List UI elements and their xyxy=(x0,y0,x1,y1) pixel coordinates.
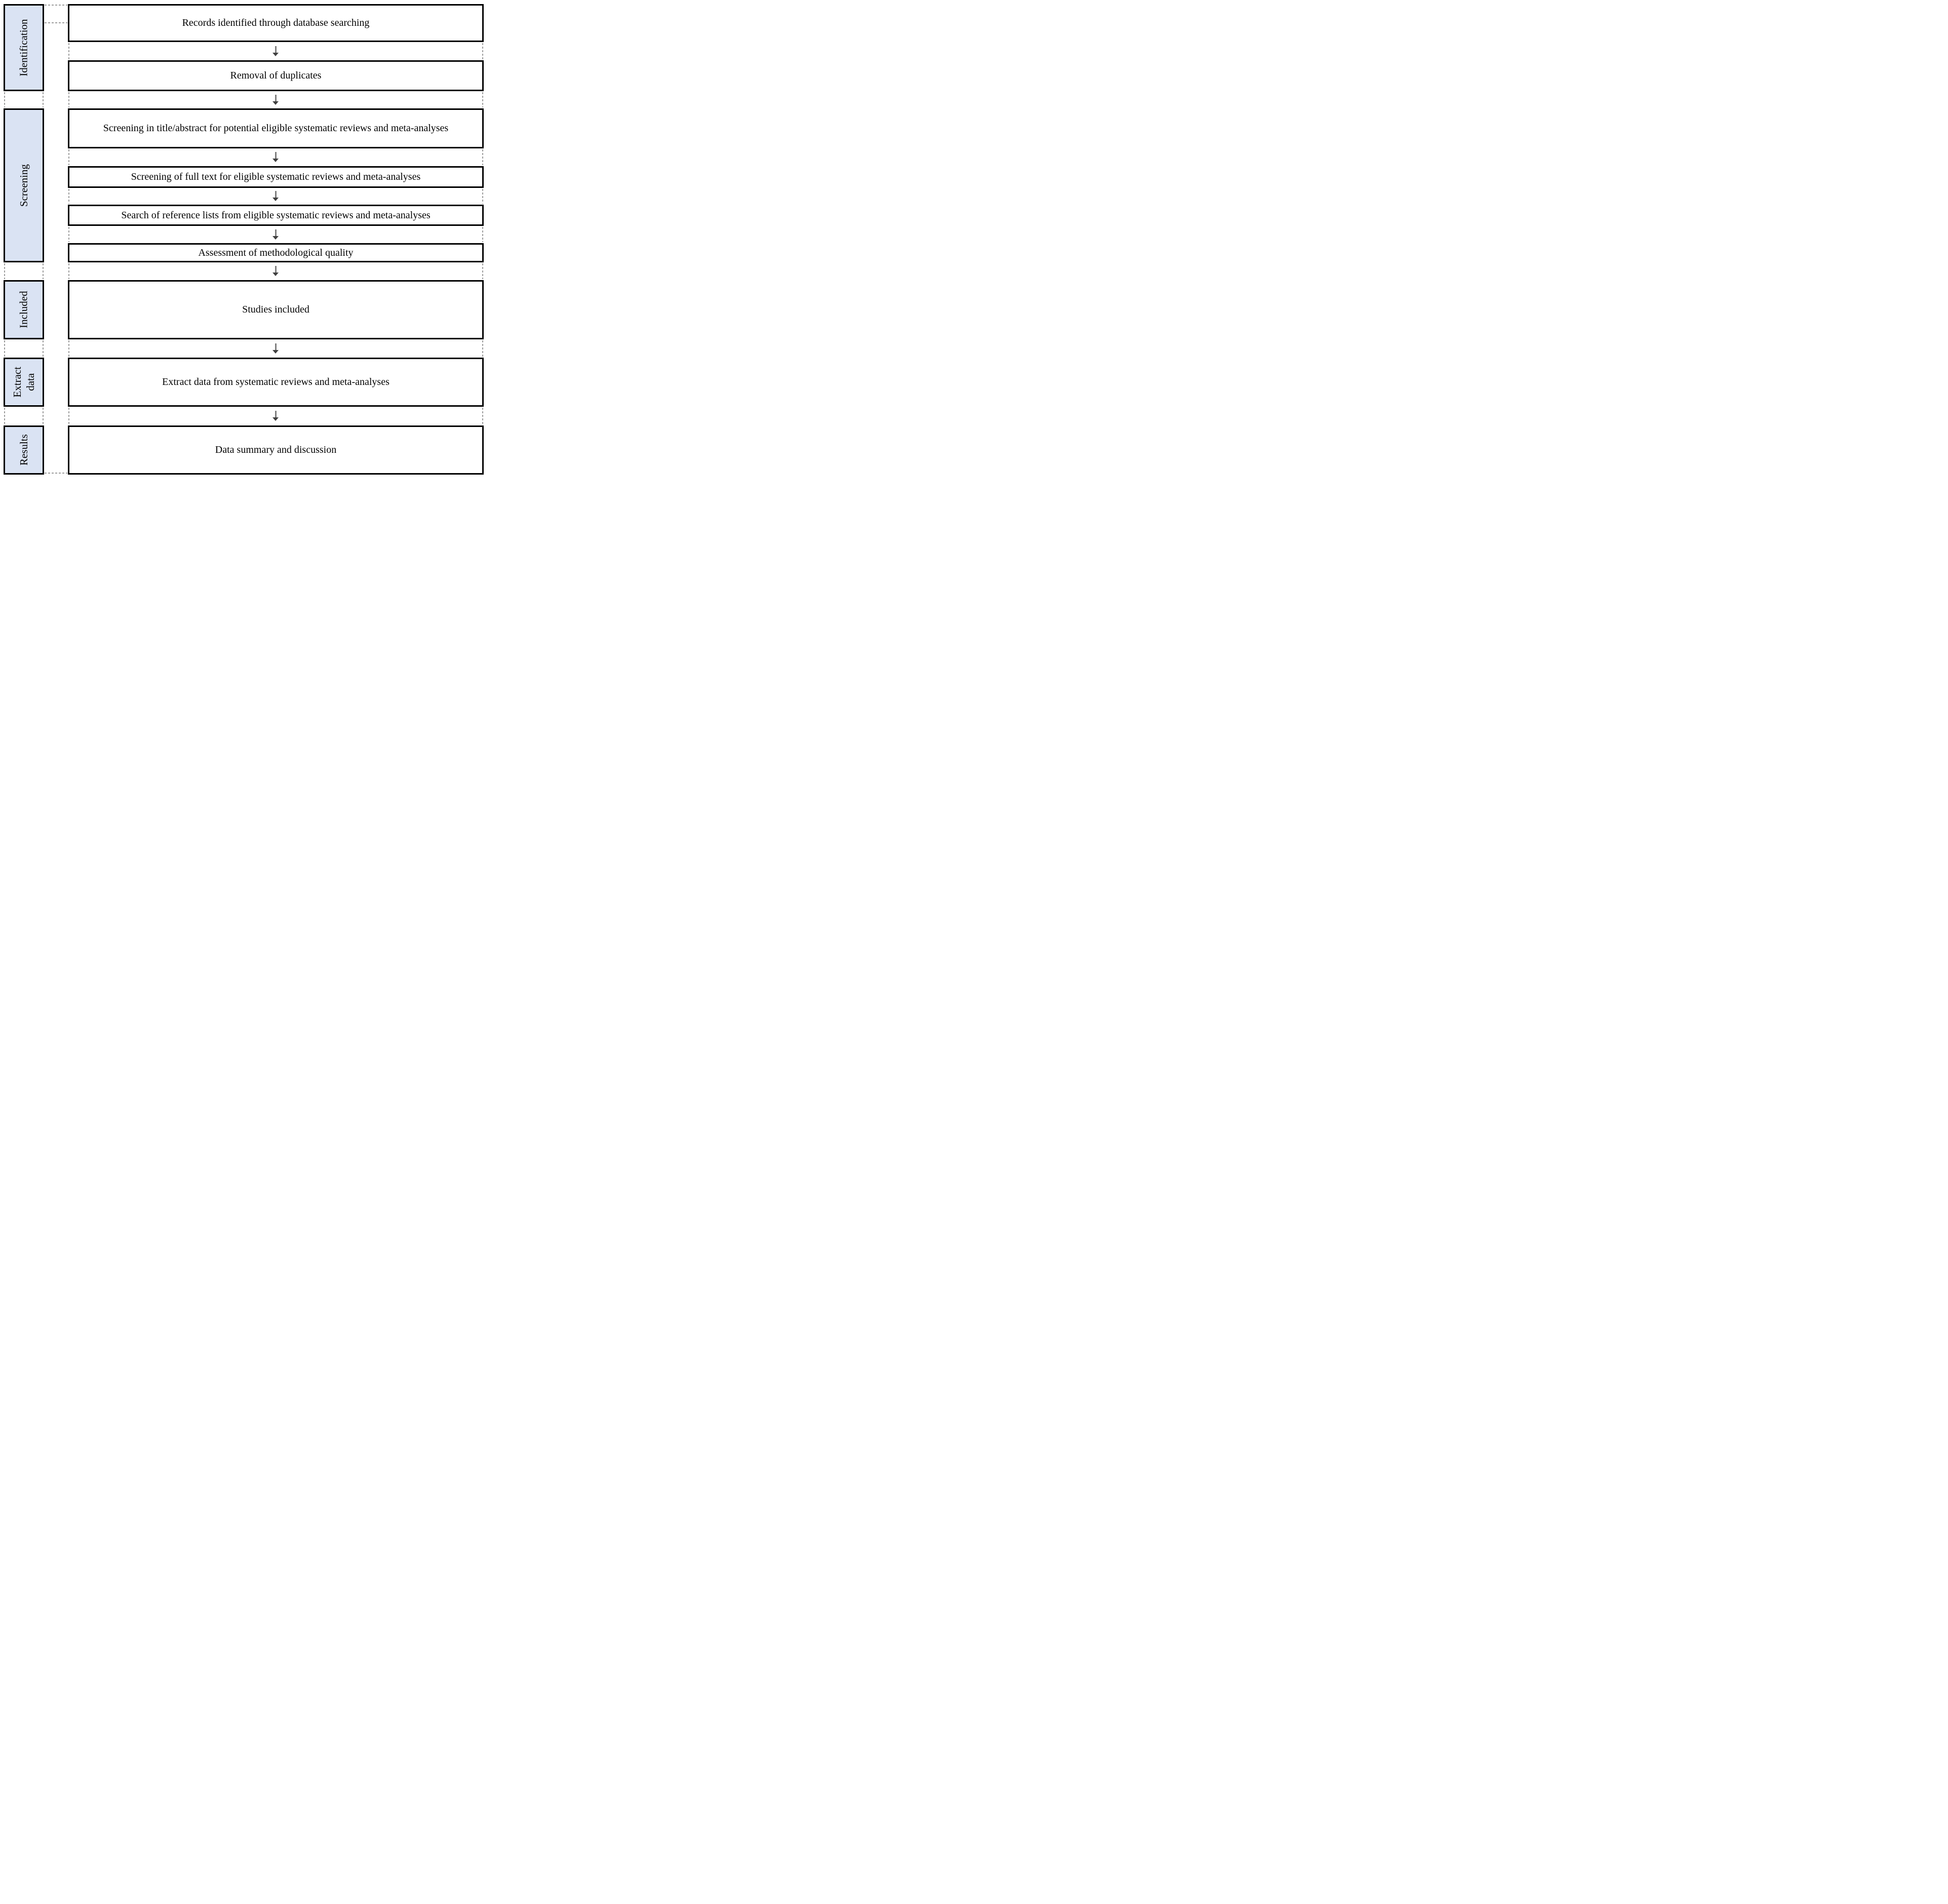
arrow-head xyxy=(272,350,279,354)
arrow-stem xyxy=(275,229,277,237)
dashed-connector-stage-left xyxy=(4,408,5,424)
dashed-connector-step-left xyxy=(68,227,69,242)
dashed-connector-step-right xyxy=(482,92,483,107)
down-arrow-icon xyxy=(272,152,279,162)
stage-identification: Identification xyxy=(4,4,44,91)
dashed-connector-step-left xyxy=(68,408,69,424)
dashed-connector-stage-right xyxy=(43,340,44,357)
arrow-stem xyxy=(275,191,277,198)
stage-extract-data: Extract data xyxy=(4,358,44,407)
step-records-identified-label: Records identified through database sear… xyxy=(182,17,370,28)
dashed-connector-step-left xyxy=(68,92,69,107)
arrow-stem xyxy=(275,95,277,102)
dashed-connector-stage-left xyxy=(4,263,5,279)
step-studies-included-label: Studies included xyxy=(242,304,309,315)
dashed-connector-step-right xyxy=(482,189,483,204)
arrow-stem xyxy=(275,411,277,418)
arrow-head xyxy=(272,159,279,162)
step-records-identified: Records identified through database sear… xyxy=(68,4,484,42)
step-assessment-quality: Assessment of methodological quality xyxy=(68,243,484,262)
dashed-connector-step-right xyxy=(482,340,483,357)
down-arrow-icon xyxy=(272,229,279,240)
arrow-head xyxy=(272,236,279,240)
step-data-summary-label: Data summary and discussion xyxy=(215,444,337,455)
stage-results: Results xyxy=(4,425,44,475)
step-assessment-quality-label: Assessment of methodological quality xyxy=(198,247,354,258)
stage-included: Included xyxy=(4,280,44,339)
dashed-connector-stage-right xyxy=(43,408,44,424)
stage-screening-label: Screening xyxy=(17,164,30,207)
dashed-connector-step-right xyxy=(482,408,483,424)
stage-identification-label: Identification xyxy=(17,19,30,76)
stage-included-label: Included xyxy=(17,291,30,329)
step-screening-full-text-label: Screening of full text for eligible syst… xyxy=(131,171,421,182)
dashed-connector-step-left xyxy=(68,263,69,279)
step-removal-of-duplicates: Removal of duplicates xyxy=(68,60,484,91)
stage-extract-data-label: Extract data xyxy=(11,367,36,398)
arrow-head xyxy=(272,101,279,105)
dashed-connector-step-right xyxy=(482,149,483,165)
down-arrow-icon xyxy=(272,95,279,105)
down-arrow-icon xyxy=(272,46,279,56)
down-arrow-icon xyxy=(272,191,279,201)
dashed-connector-bottom xyxy=(45,473,67,474)
dashed-connector-step-right xyxy=(482,227,483,242)
dashed-connector-top xyxy=(45,5,67,6)
dashed-connector-step-left xyxy=(68,43,69,59)
step-screening-title-abstract: Screening in title/abstract for potentia… xyxy=(68,108,484,148)
down-arrow-icon xyxy=(272,343,279,354)
arrow-head xyxy=(272,198,279,201)
stage-screening: Screening xyxy=(4,108,44,262)
dashed-connector-step-left xyxy=(68,149,69,165)
step-search-reference-lists: Search of reference lists from eligible … xyxy=(68,205,484,226)
dashed-connector-step-left xyxy=(68,189,69,204)
arrow-stem xyxy=(275,266,277,273)
dashed-connector-step-right xyxy=(482,263,483,279)
step-extract-data-label: Extract data from systematic reviews and… xyxy=(162,376,389,387)
stage-results-label: Results xyxy=(17,434,30,466)
step-data-summary: Data summary and discussion xyxy=(68,425,484,475)
arrow-head xyxy=(272,417,279,421)
step-screening-full-text: Screening of full text for eligible syst… xyxy=(68,166,484,188)
step-search-reference-lists-label: Search of reference lists from eligible … xyxy=(121,209,431,221)
dashed-connector-stage-left xyxy=(4,340,5,357)
dashed-connector-records-center xyxy=(45,22,67,23)
arrow-stem xyxy=(275,152,277,159)
step-extract-data: Extract data from systematic reviews and… xyxy=(68,358,484,407)
down-arrow-icon xyxy=(272,266,279,276)
dashed-connector-step-right xyxy=(482,43,483,59)
arrow-head xyxy=(272,53,279,56)
down-arrow-icon xyxy=(272,411,279,421)
dashed-connector-step-left xyxy=(68,340,69,357)
dashed-connector-stage-left xyxy=(4,92,5,107)
dashed-connector-stage-right xyxy=(43,263,44,279)
arrow-head xyxy=(272,273,279,276)
arrow-stem xyxy=(275,46,277,53)
step-removal-of-duplicates-label: Removal of duplicates xyxy=(230,70,322,81)
arrow-stem xyxy=(275,343,277,351)
dashed-connector-stage-right xyxy=(43,92,44,107)
step-studies-included: Studies included xyxy=(68,280,484,339)
step-screening-title-abstract-label: Screening in title/abstract for potentia… xyxy=(103,123,449,134)
prisma-flow-diagram: Identification Screening Included Extrac… xyxy=(0,0,487,476)
